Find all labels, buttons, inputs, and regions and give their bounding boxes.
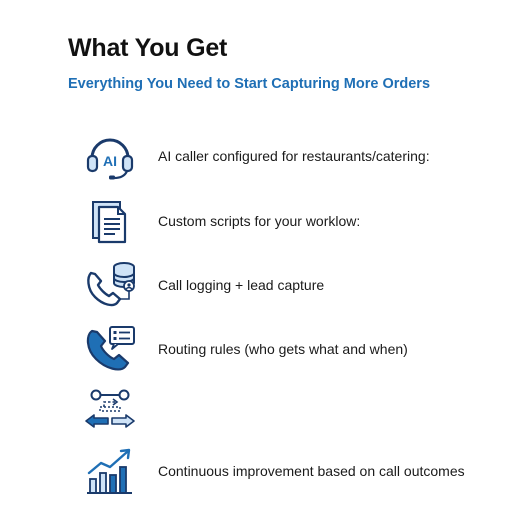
feature-item-call-logging: Call logging + lead capture — [80, 257, 324, 313]
feature-label: Custom scripts for your worklow: — [158, 213, 361, 229]
feature-label: Continuous improvement based on call out… — [158, 463, 465, 479]
feature-label: Call logging + lead capture — [158, 277, 325, 293]
feature-item-routing-arrows — [80, 383, 158, 439]
feature-item-routing-rules: Routing rules (who gets what and when) — [80, 321, 408, 377]
document-icon — [80, 193, 140, 249]
feature-label: Routing rules (who gets what and when) — [158, 341, 408, 357]
growth-chart-icon — [80, 443, 140, 499]
feature-item-custom-scripts: Custom scripts for your worklow: — [80, 193, 360, 249]
page-subtitle: Everything You Need to Start Capturing M… — [68, 76, 431, 92]
phone-chat-icon — [80, 321, 140, 377]
feature-item-continuous-improvement: Continuous improvement based on call out… — [80, 443, 465, 499]
page-title: What You Get — [68, 34, 228, 62]
ai-headset-icon: AI — [80, 128, 140, 184]
routing-arrows-icon — [80, 383, 140, 439]
feature-item-ai-caller: AI AI caller configured for restaurants/… — [80, 128, 430, 184]
svg-text:AI: AI — [103, 153, 117, 169]
feature-label: AI caller configured for restaurants/cat… — [158, 148, 430, 164]
phone-database-icon — [80, 257, 140, 313]
